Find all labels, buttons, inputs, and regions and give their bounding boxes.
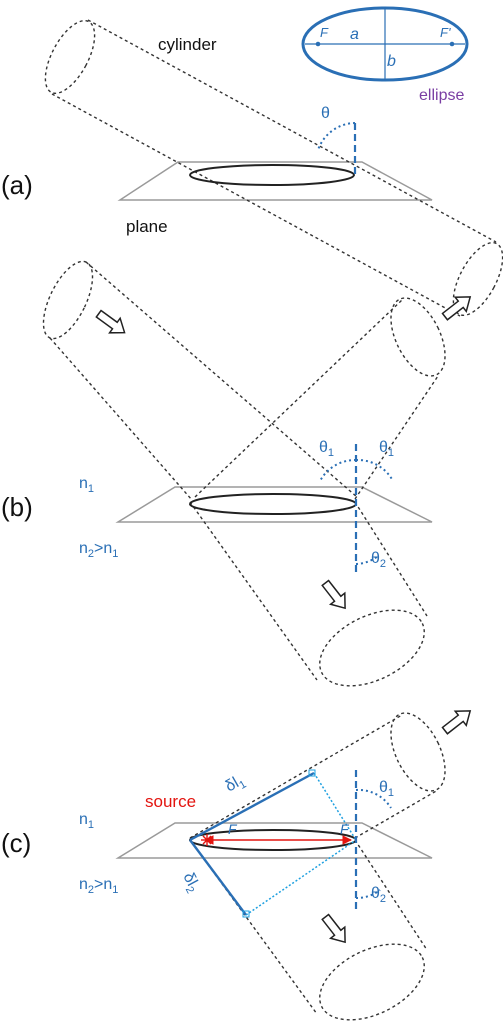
theta1-right-label-b: θ1 xyxy=(379,439,394,459)
panel-label-a: (a) xyxy=(1,170,33,200)
focus-f-label: F xyxy=(320,25,329,40)
cylinder-label: cylinder xyxy=(158,35,217,54)
source-icon xyxy=(201,834,213,846)
focus-f-prime-label: F' xyxy=(440,25,451,40)
theta1-right-arc-b xyxy=(355,458,394,482)
n2-label-b: n2>n1 xyxy=(79,540,118,560)
cylinder-a xyxy=(44,19,503,317)
focus-f-left-c: F xyxy=(228,821,238,837)
intersection-ellipse-b xyxy=(189,493,357,515)
theta2-label-b: θ2 xyxy=(371,550,386,570)
theta1-left-arc-b xyxy=(319,458,357,482)
refracted-cylinder-c xyxy=(189,839,428,1021)
intersection-ellipse-a xyxy=(189,164,355,186)
incident-arrow-b xyxy=(95,309,126,334)
semi-axis-a-label: a xyxy=(350,26,359,43)
plane-a xyxy=(117,161,433,201)
theta-a: θ xyxy=(321,105,330,122)
theta2-arc-b xyxy=(355,555,379,565)
projection-line-1 xyxy=(313,772,357,841)
semi-axis-b-label: b xyxy=(387,53,396,70)
ellipse-label: ellipse xyxy=(419,87,464,104)
delta-l2-line xyxy=(189,839,247,916)
reflected-arrow-c xyxy=(441,710,472,735)
theta1-label-c: θ1 xyxy=(379,779,394,799)
delta-l2-label: δl2 xyxy=(177,870,203,896)
panel-c: (c) source n1 n2>n1 δl1 δl2 θ1 θ2 F F xyxy=(1,710,472,1021)
n2-label-c: n2>n1 xyxy=(79,876,118,896)
reflected-cylinder-c xyxy=(189,712,446,839)
panel-a: θ (a) cylinder plane F a F' b ellipse xyxy=(1,6,503,317)
delta-l1-label: δl1 xyxy=(223,771,249,798)
plane-label: plane xyxy=(126,217,168,236)
theta-arc-a xyxy=(317,122,356,151)
focus-f-right-c: F xyxy=(340,821,350,837)
refracted-cylinder-b xyxy=(189,501,428,687)
plane-c xyxy=(115,822,433,859)
delta-l1-line xyxy=(189,771,315,842)
right-angle-marker-2 xyxy=(242,910,250,918)
refracted-arrow-c xyxy=(321,913,346,944)
panel-label-c: (c) xyxy=(1,828,31,858)
ellipse-inset: F a F' b ellipse xyxy=(301,6,469,104)
source-label: source xyxy=(145,792,196,811)
plane-b xyxy=(115,486,433,523)
theta1-arc-c xyxy=(355,788,392,809)
right-angle-marker-1 xyxy=(308,769,316,777)
n1-label-b: n1 xyxy=(79,475,94,495)
theta2-arc-c xyxy=(355,889,381,900)
incident-cylinder-b xyxy=(42,260,358,501)
panel-b: (b) n1 n2>n1 θ1 θ1 θ2 xyxy=(1,260,472,687)
refracted-arrow-b xyxy=(321,579,346,610)
theta1-left-label-b: θ1 xyxy=(319,439,334,459)
projection-line-2 xyxy=(245,839,357,916)
n1-label-c: n1 xyxy=(79,811,94,831)
panel-label-b: (b) xyxy=(1,492,33,522)
reflected-arrow-b xyxy=(441,296,472,321)
reflected-cylinder-b xyxy=(194,297,446,500)
theta2-label-c: θ2 xyxy=(371,885,386,905)
